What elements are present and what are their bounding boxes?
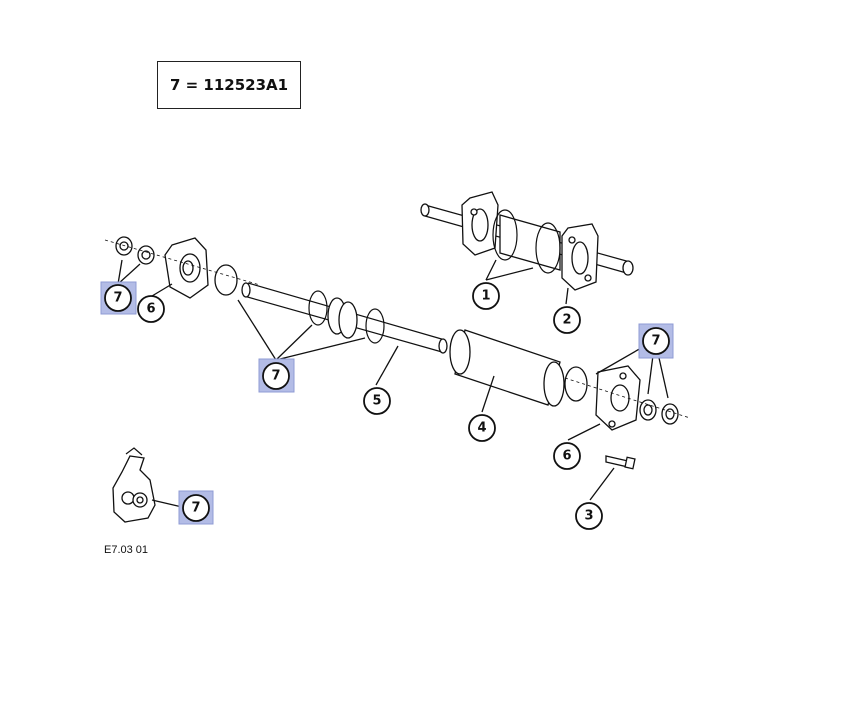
callout-label: 6 — [146, 302, 155, 317]
callout-7-right: 7 — [638, 323, 674, 359]
shaft-assembly-top — [420, 191, 634, 291]
right-flange-part-6 — [564, 365, 691, 470]
callout-label: 6 — [562, 449, 571, 464]
callout-4: 4 — [468, 414, 496, 442]
callout-2: 2 — [553, 306, 581, 334]
callout-label: 7 — [191, 501, 200, 516]
callout-1: 1 — [472, 282, 500, 310]
callout-label: 4 — [477, 421, 486, 436]
legend-text: 7 = 112523A1 — [169, 76, 289, 94]
tube-part-4 — [449, 329, 565, 407]
callout-label: 3 — [584, 509, 593, 524]
callout-label: 7 — [651, 334, 660, 349]
callout-label: 5 — [372, 394, 381, 409]
left-flange-part-6 — [104, 236, 261, 299]
callout-label: 7 — [113, 291, 122, 306]
callout-6-right: 6 — [553, 442, 581, 470]
callout-7-kit: 7 — [178, 490, 214, 525]
callout-7-left: 7 — [100, 281, 137, 315]
callout-5: 5 — [363, 387, 391, 415]
callout-label: 1 — [481, 289, 490, 304]
figure-code: E7.03 01 — [104, 544, 149, 556]
callout-label: 2 — [562, 313, 571, 328]
callout-7-shaft: 7 — [258, 358, 295, 393]
part-number-legend: 7 = 112523A1 — [157, 61, 301, 109]
callout-3: 3 — [575, 502, 603, 530]
leader-lines — [117, 259, 669, 508]
callout-6-left: 6 — [137, 295, 165, 323]
shaft-part-5 — [241, 282, 448, 354]
seal-kit-bag — [112, 447, 156, 523]
callout-label: 7 — [271, 369, 280, 384]
